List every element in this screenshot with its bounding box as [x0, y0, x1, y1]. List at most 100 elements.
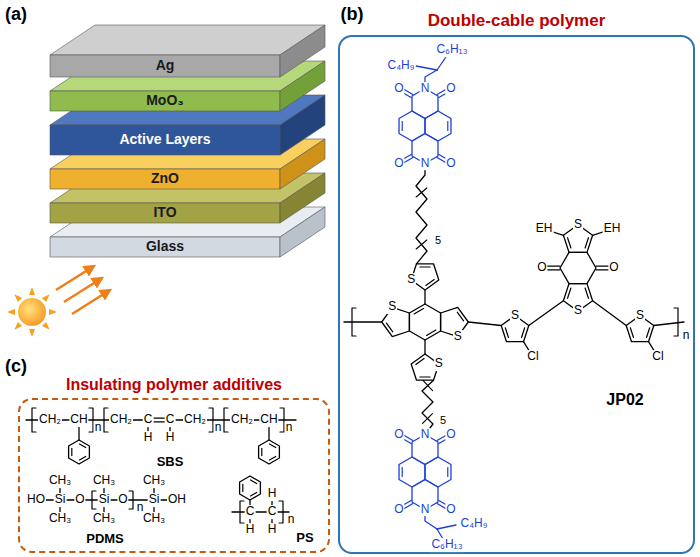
- sun-ray: [29, 287, 35, 295]
- bond-line: [250, 480, 256, 484]
- bond-line: [250, 492, 256, 496]
- slab-top: [50, 25, 325, 55]
- bond-line: [423, 380, 433, 390]
- bond-line: [457, 312, 463, 321]
- bond-line: [402, 468, 403, 477]
- bond-line: [32, 408, 36, 432]
- bond-line: [422, 380, 434, 434]
- bond-line: [529, 301, 564, 326]
- atom-label: O: [393, 82, 404, 96]
- atom-label: 5: [439, 414, 447, 427]
- atom-label: CH₃: [92, 474, 116, 488]
- atom-label: H: [267, 487, 278, 501]
- atom-label: C: [245, 505, 256, 519]
- atom-label: CH₂: [109, 413, 133, 427]
- bond-line: [568, 288, 571, 298]
- bond-line: [224, 408, 228, 432]
- slab-front: [50, 91, 280, 111]
- panel-heading: Insulating polymer additives: [66, 376, 282, 393]
- bond-line: [585, 288, 588, 298]
- atom-label: H: [165, 431, 176, 445]
- bond-line: [674, 308, 678, 336]
- bond-line: [424, 340, 425, 354]
- bond-line: [560, 252, 596, 283]
- bond-line: [447, 468, 448, 477]
- layer-face: ZnO: [50, 169, 280, 189]
- atom-label: S: [510, 309, 520, 323]
- bond-line: [402, 122, 403, 131]
- bond-line: [593, 301, 627, 326]
- bond-line: [522, 328, 525, 338]
- atom-label: C: [165, 413, 176, 427]
- panel-letter: (a): [4, 4, 28, 25]
- bond-line: [447, 122, 448, 131]
- sun-icon: [7, 287, 57, 337]
- atom-label: O: [608, 261, 619, 275]
- layer-face: Active Layers: [50, 125, 280, 155]
- bond-line: [409, 304, 440, 340]
- light-arrows: [56, 266, 110, 314]
- bond-line: [71, 448, 72, 455]
- sun-ray: [29, 329, 35, 337]
- atom-label: S: [387, 300, 397, 314]
- atom-label: 5: [434, 234, 442, 247]
- bond-line: [505, 328, 508, 338]
- bond-line: [129, 491, 133, 509]
- slab-front: [50, 125, 280, 155]
- bond-line: [416, 164, 427, 264]
- compound-name: SBS: [156, 455, 185, 470]
- bond-line: [269, 456, 275, 460]
- sun-ray: [49, 309, 57, 315]
- bond-line: [424, 290, 425, 304]
- slab-front: [50, 237, 280, 257]
- atom-label: C₆H₁₃: [435, 43, 468, 57]
- sun-ray: [14, 294, 22, 302]
- atom-label: n: [287, 513, 296, 527]
- layer-face: ITO: [50, 203, 280, 223]
- atom-label: S: [453, 330, 463, 344]
- atom-label: N: [420, 428, 431, 442]
- bond-line: [423, 414, 433, 424]
- atom-label: O: [117, 493, 128, 507]
- atom-label: CH₂: [183, 413, 207, 427]
- atom-label: O: [536, 261, 547, 275]
- atom-label: C: [143, 413, 154, 427]
- atom-label: CH₃: [48, 474, 72, 488]
- atom-label: H: [267, 523, 278, 537]
- atom-label: O: [445, 503, 456, 517]
- bond-line: [437, 525, 456, 529]
- bond-line: [427, 330, 436, 335]
- bond-line: [89, 408, 93, 432]
- atom-label: C₆H₁₃: [430, 538, 463, 552]
- bond-line: [437, 57, 446, 70]
- atom-label: C: [267, 505, 278, 519]
- sun-ray: [7, 309, 15, 315]
- atom-label: n: [214, 421, 223, 435]
- bond-line: [269, 444, 275, 448]
- layer-label: MoO₃: [146, 93, 184, 108]
- layer-face: Glass: [50, 237, 280, 257]
- light-arrow: [72, 290, 110, 314]
- atom-label: CH₃: [92, 512, 116, 526]
- sun-disc: [18, 298, 46, 326]
- atom-label: HO: [26, 493, 46, 507]
- layer-label: ITO: [153, 205, 176, 220]
- layer-label: ZnO: [151, 171, 179, 186]
- layer-face: MoO₃: [50, 91, 280, 111]
- atom-label: S: [573, 304, 583, 318]
- layer-label: Glass: [146, 239, 184, 254]
- panel-letter: (b): [340, 4, 365, 25]
- bond-line: [352, 308, 356, 336]
- bond-line: [261, 448, 262, 455]
- layer-face: Ag: [50, 55, 280, 77]
- bond-line: [426, 279, 434, 285]
- compound-name: JP02: [605, 391, 644, 409]
- atom-label: O: [393, 503, 404, 517]
- slab-front: [50, 203, 280, 223]
- atom-label: Si: [148, 493, 161, 507]
- atom-label: O: [445, 82, 456, 96]
- atom-label: Cl: [526, 350, 539, 364]
- atom-label: Si: [98, 493, 111, 507]
- bond-line: [92, 491, 96, 509]
- compound-name: PS: [295, 531, 314, 546]
